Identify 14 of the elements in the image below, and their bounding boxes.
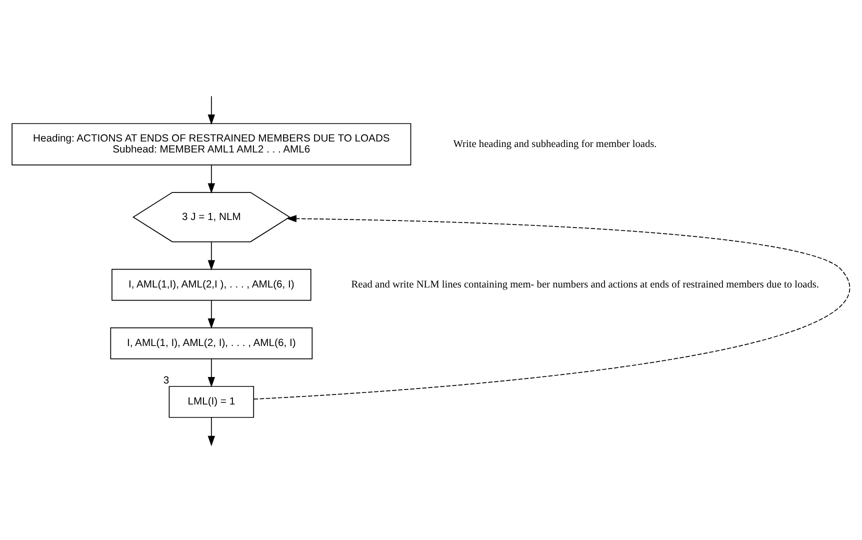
node-box: I, AML(1,I), AML(2,I ), . . . , AML(6, I)	[112, 268, 312, 300]
arrow	[208, 164, 216, 194]
arrow	[208, 95, 216, 124]
node-box: I, AML(1, I), AML(2, I), . . . , AML(6, I)	[110, 326, 313, 359]
arrow	[208, 416, 216, 446]
node-box: Heading: ACTIONS AT ENDS OF RESTRAINED MEMBERS DUE TO LOADS Subhead: MEMBER AML1 AML2 . . . AML6	[12, 122, 412, 165]
arrow	[208, 240, 216, 270]
node-label: 3	[163, 374, 170, 386]
node-box: LML(I) = 1	[168, 385, 254, 418]
arrow	[208, 358, 216, 387]
label: Read and write NLM lines containing mem- ber numbers and actions at ends of restrained members due to loads.	[351, 278, 820, 290]
arrow	[208, 300, 216, 328]
arrow	[253, 214, 850, 400]
label: Write heading and subheading for member loads.	[453, 138, 657, 150]
